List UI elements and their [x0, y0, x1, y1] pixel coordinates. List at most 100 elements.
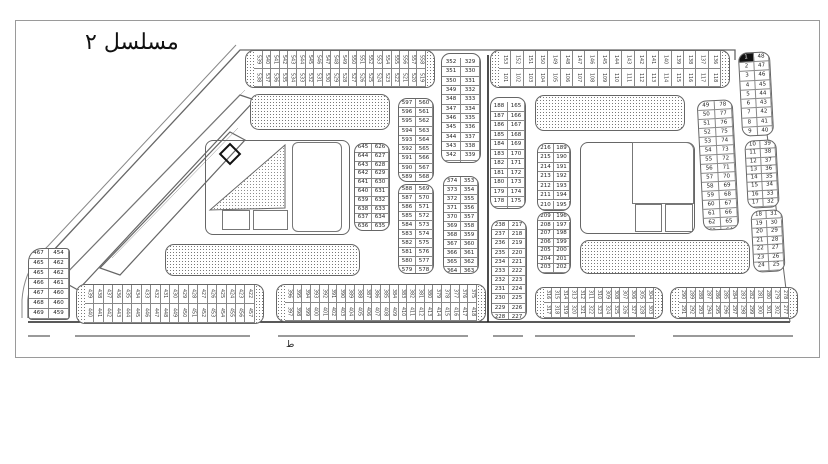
plot-186[interactable]: 186	[491, 121, 508, 131]
plot-586[interactable]: 586	[399, 203, 416, 212]
plot-535[interactable]: 535	[279, 69, 288, 87]
plot-641[interactable]: 641	[355, 179, 372, 188]
plot-326[interactable]: 326	[620, 303, 628, 318]
plot-314[interactable]: 314	[560, 288, 569, 303]
plot-324[interactable]: 324	[603, 303, 611, 318]
plot-237[interactable]: 237	[492, 230, 509, 240]
plot-224[interactable]: 224	[509, 285, 526, 295]
plot-530[interactable]: 530	[322, 69, 331, 87]
plot-196[interactable]: 196	[554, 213, 570, 222]
plot-365[interactable]: 365	[444, 258, 461, 267]
plot-189[interactable]: 189	[554, 144, 570, 154]
plot-389[interactable]: 389	[346, 285, 354, 303]
plot-395[interactable]: 395	[293, 285, 302, 303]
plot-577[interactable]: 577	[416, 257, 433, 266]
plot-206[interactable]: 206	[538, 238, 554, 248]
plot-17[interactable]: 17	[748, 198, 764, 208]
plot-190[interactable]: 190	[554, 153, 570, 163]
plot-536[interactable]: 536	[271, 69, 279, 87]
plot-187[interactable]: 187	[491, 111, 508, 121]
plot-445[interactable]: 445	[132, 304, 141, 323]
plot-105[interactable]: 105	[548, 69, 560, 87]
plot-385[interactable]: 385	[381, 285, 389, 303]
plot-594[interactable]: 594	[399, 126, 416, 136]
plot-175[interactable]: 175	[508, 197, 525, 207]
plot-197[interactable]: 197	[554, 221, 570, 230]
plot-323[interactable]: 323	[594, 303, 603, 318]
plot-233[interactable]: 233	[492, 266, 509, 277]
plot-453[interactable]: 453	[207, 304, 217, 323]
plot-308[interactable]: 308	[611, 288, 620, 303]
plot-643[interactable]: 643	[355, 161, 372, 171]
plot-403[interactable]: 403	[337, 303, 346, 321]
plot-226[interactable]: 226	[509, 303, 526, 313]
plot-415[interactable]: 415	[442, 303, 450, 321]
plot-444[interactable]: 444	[122, 304, 132, 323]
plot-382[interactable]: 382	[407, 285, 416, 303]
plot-204[interactable]: 204	[538, 255, 554, 265]
plot-362[interactable]: 362	[461, 258, 478, 267]
plot-118[interactable]: 118	[708, 69, 720, 87]
plot-214[interactable]: 214	[538, 162, 554, 173]
plot-372[interactable]: 372	[444, 195, 461, 204]
plot-355[interactable]: 355	[461, 195, 478, 204]
plot-642[interactable]: 642	[355, 170, 372, 180]
plot-595[interactable]: 595	[399, 117, 416, 127]
plot-407[interactable]: 407	[372, 303, 381, 321]
plot-151[interactable]: 151	[523, 51, 535, 69]
plot-581[interactable]: 581	[399, 248, 416, 257]
plot-201[interactable]: 201	[554, 255, 570, 265]
plot-587[interactable]: 587	[399, 194, 416, 203]
plot-391[interactable]: 391	[328, 285, 337, 303]
plot-304[interactable]: 304	[645, 288, 654, 303]
plot-409[interactable]: 409	[389, 303, 398, 321]
plot-330[interactable]: 330	[461, 67, 480, 77]
plot-371[interactable]: 371	[444, 204, 461, 213]
plot-461[interactable]: 461	[49, 279, 69, 289]
plot-378[interactable]: 378	[442, 285, 450, 303]
plot-192[interactable]: 192	[554, 172, 570, 182]
plot-416[interactable]: 416	[450, 303, 459, 321]
plot-231[interactable]: 231	[492, 285, 509, 295]
plot-368[interactable]: 368	[444, 231, 461, 240]
plot-469[interactable]: 469	[29, 309, 49, 319]
plot-555[interactable]: 555	[391, 51, 400, 69]
plot-549[interactable]: 549	[339, 51, 348, 69]
plot-230[interactable]: 230	[492, 294, 509, 304]
plot-287[interactable]: 287	[704, 288, 712, 303]
plot-354[interactable]: 354	[461, 186, 478, 195]
plot-566[interactable]: 566	[416, 154, 433, 164]
plot-297[interactable]: 297	[729, 303, 738, 318]
plot-341[interactable]: 341	[442, 160, 461, 162]
plot-429[interactable]: 429	[179, 285, 188, 304]
plot-171[interactable]: 171	[508, 159, 525, 169]
plot-573[interactable]: 573	[416, 221, 433, 230]
plot-462[interactable]: 462	[49, 269, 69, 279]
plot-596[interactable]: 596	[399, 108, 416, 118]
plot-334[interactable]: 334	[461, 104, 480, 114]
plot-560[interactable]: 560	[416, 99, 433, 109]
plot-198[interactable]: 198	[554, 230, 570, 239]
plot-575[interactable]: 575	[416, 239, 433, 248]
plot-347[interactable]: 347	[442, 104, 461, 114]
plot-288[interactable]: 288	[695, 288, 704, 303]
plot-321[interactable]: 321	[577, 303, 586, 318]
plot-626[interactable]: 626	[372, 144, 389, 153]
plot-377[interactable]: 377	[450, 285, 459, 303]
plot-137[interactable]: 137	[696, 51, 708, 69]
plot-553[interactable]: 553	[374, 51, 382, 69]
plot-591[interactable]: 591	[399, 154, 416, 164]
plot-282[interactable]: 282	[746, 288, 755, 303]
plot-278[interactable]: 278	[780, 288, 789, 303]
plot-143[interactable]: 143	[622, 51, 634, 69]
plot-338[interactable]: 338	[461, 141, 480, 152]
plot-584[interactable]: 584	[399, 221, 416, 230]
plot-145[interactable]: 145	[597, 51, 609, 69]
plot-628[interactable]: 628	[372, 161, 389, 171]
plot-203[interactable]: 203	[538, 264, 554, 273]
plot-344[interactable]: 344	[442, 132, 461, 142]
plot-638[interactable]: 638	[355, 205, 372, 215]
plot-195[interactable]: 195	[554, 200, 570, 210]
plot-450[interactable]: 450	[179, 304, 188, 323]
plot-319[interactable]: 319	[560, 303, 569, 318]
